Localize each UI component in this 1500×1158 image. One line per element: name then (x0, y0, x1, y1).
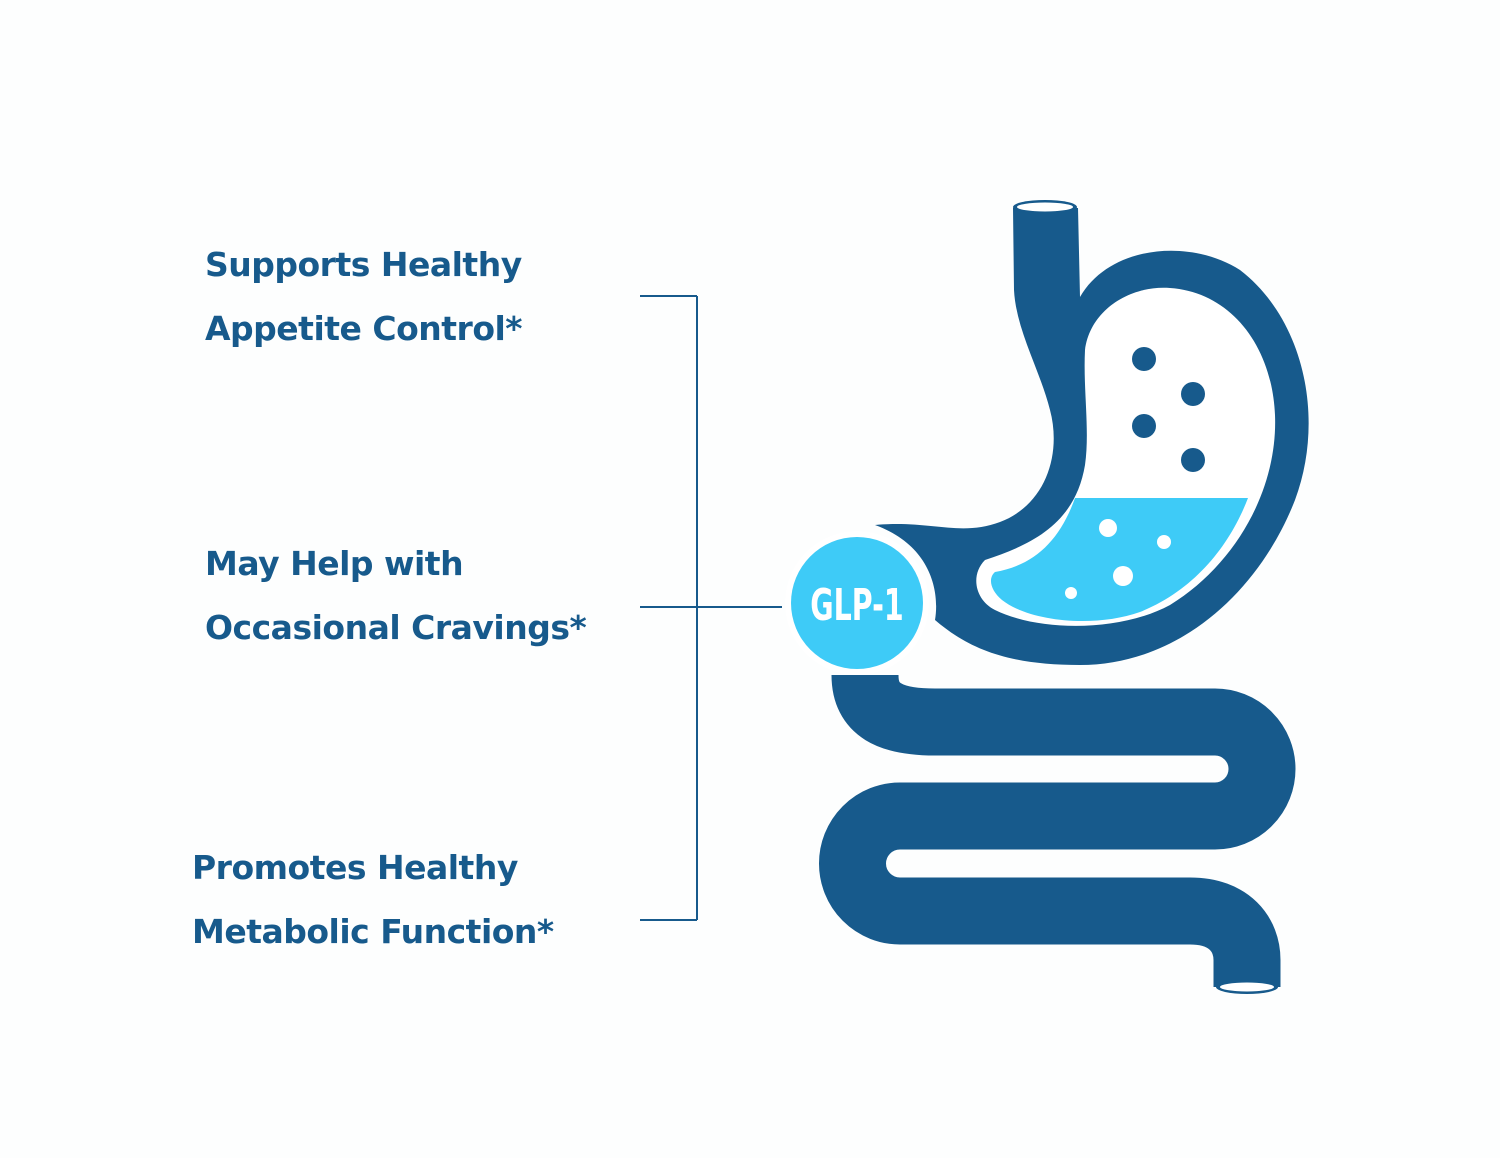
benefit-line: Supports Healthy (205, 245, 522, 284)
benefit-cravings: May Help with Occasional Cravings* (205, 532, 587, 660)
benefit-metabolic-function: Promotes Healthy Metabolic Function* (192, 836, 554, 964)
intestine-icon (819, 672, 1296, 994)
benefit-line: Metabolic Function* (192, 912, 554, 951)
bracket-connector (640, 295, 782, 921)
stomach-icon (875, 200, 1309, 665)
benefit-line: Promotes Healthy (192, 848, 518, 887)
glp1-badge: GLP-1 (785, 531, 929, 675)
benefit-line: Appetite Control* (205, 309, 523, 348)
glp1-label: GLP-1 (810, 580, 904, 632)
benefit-line: May Help with (205, 544, 464, 583)
benefit-line: Occasional Cravings* (205, 608, 587, 647)
benefit-appetite-control: Supports Healthy Appetite Control* (205, 233, 523, 361)
